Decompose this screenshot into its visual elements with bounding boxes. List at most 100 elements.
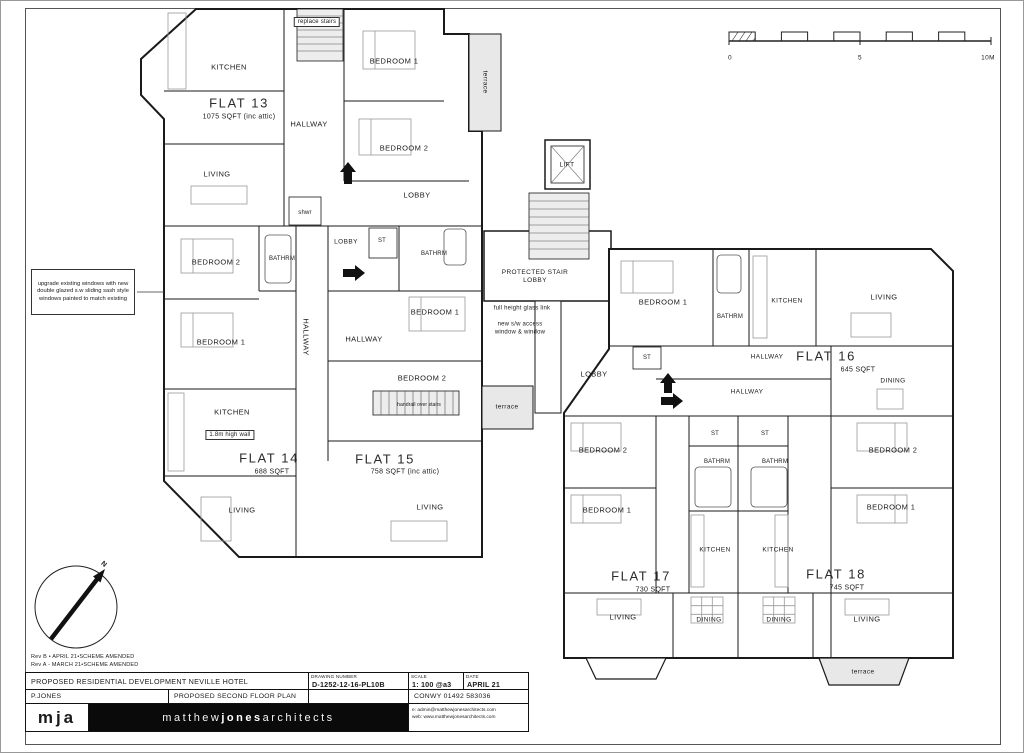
date-value: APRIL 21: [467, 680, 501, 689]
flat15-name: FLAT 15: [355, 451, 415, 467]
flat14-area: 688 SQFT: [254, 468, 290, 476]
revision-b: Rev B • APRIL 21•SCHEME AMENDED: [31, 654, 135, 660]
drawing-number-label: DRAWING NUMBER: [311, 674, 358, 679]
terrace-label-top: terrace: [481, 70, 489, 94]
flat17-area: 730 SQFT: [635, 586, 671, 594]
room-label-store-flat16: ST: [642, 355, 652, 361]
room-label-bathroom-flat17: BATHRM: [703, 459, 731, 465]
room-label-bedroom2-flat15: BEDROOM 2: [397, 373, 447, 383]
web-line: web: www.matthewjonesarchitects.com: [412, 715, 496, 721]
room-label-hallway-flat17: HALLWAY: [730, 388, 764, 396]
room-label-hallway-flat13: HALLWAY: [290, 119, 328, 129]
note-glass-link: full height glass link: [493, 305, 551, 312]
flat13-name: FLAT 13: [209, 95, 269, 111]
room-label-bedroom1-flat15: BEDROOM 1: [410, 307, 460, 317]
room-label-bedroom1-flat13: BEDROOM 1: [369, 56, 419, 66]
project-title: PROPOSED RESIDENTIAL DEVELOPMENT NEVILLE…: [31, 676, 249, 686]
scale-label: SCALE: [411, 674, 428, 679]
room-label-living-flat16: LIVING: [870, 292, 898, 302]
drawing-title-cell: PROPOSED SECOND FLOOR PLAN: [169, 690, 309, 703]
phone-number: CONWY 01492 583036: [414, 693, 491, 700]
room-label-hallway-flat14: HALLWAY: [301, 318, 311, 356]
room-label-kitchen-flat13: KITCHEN: [211, 62, 247, 72]
scale-value: 1: 100 @a3: [412, 680, 452, 689]
room-label-hallway-flat15: HALLWAY: [345, 334, 383, 344]
spare-cell: [309, 690, 409, 703]
room-label-store-flat17: ST: [710, 431, 720, 437]
flat16-name: FLAT 16: [796, 348, 856, 364]
room-label-dining-flat18: DINING: [766, 616, 792, 624]
terrace-label-middle: terrace: [495, 403, 519, 411]
lift-shaft: [544, 139, 591, 190]
bath-fixtures: [264, 228, 788, 508]
contact-cell: e: admin@matthewjonesarchitects.com web:…: [409, 704, 528, 731]
note-wall-height: 1.8m high wall: [205, 430, 255, 440]
flat18-name: FLAT 18: [806, 566, 866, 582]
room-label-lobby-flat16: LOBBY: [580, 369, 608, 379]
mja-logo: mja: [26, 704, 89, 731]
scale-bar: [728, 31, 992, 45]
sheet-border: [25, 8, 1001, 745]
room-label-living-flat15: LIVING: [416, 502, 444, 512]
room-label-kitchen-flat18: KITCHEN: [762, 546, 794, 554]
room-label-dining-flat17: DINING: [696, 616, 722, 624]
furniture: [167, 12, 908, 624]
room-label-bathroom-flat14: BATHRM: [268, 256, 296, 262]
direction-arrows: [340, 162, 683, 409]
right-building: [563, 248, 954, 686]
date-cell: DATE APRIL 21: [464, 673, 528, 689]
note-replace-stairs: replace stairs: [293, 17, 341, 27]
mja-logo-text: mja: [37, 707, 77, 727]
room-label-dining-flat16: DINING: [880, 377, 906, 385]
scale-label-10m: 10M: [981, 54, 995, 62]
stairs-link: [528, 192, 590, 260]
drawing-title: PROPOSED SECOND FLOOR PLAN: [174, 693, 297, 700]
title-block-row2: P.JONES PROPOSED SECOND FLOOR PLAN CONWY…: [26, 690, 528, 704]
room-label-kitchen-flat14: KITCHEN: [214, 407, 250, 417]
phone-cell: CONWY 01492 583036: [409, 690, 528, 703]
scale-label-0: 0: [727, 54, 733, 62]
left-building: [140, 8, 502, 558]
room-label-hallway-flat16: HALLWAY: [750, 353, 784, 361]
title-block-row1: PROPOSED RESIDENTIAL DEVELOPMENT NEVILLE…: [26, 673, 528, 690]
flat16-area: 645 SQFT: [840, 366, 876, 374]
room-label-living-flat14: LIVING: [228, 505, 256, 515]
stairs-flat15: [372, 390, 460, 416]
room-label-kitchen-flat17: KITCHEN: [699, 546, 731, 554]
note-handrail: handrail over stairs: [397, 401, 441, 408]
author-name: P.JONES: [31, 693, 62, 700]
author-cell: P.JONES: [26, 690, 169, 703]
scale-label-5: 5: [857, 54, 863, 62]
north-arrow: [34, 565, 118, 649]
flat14-name: FLAT 14: [239, 450, 299, 466]
room-label-shower: shwr: [298, 210, 312, 216]
email-line: e: admin@matthewjonesarchitects.com: [412, 708, 496, 713]
room-label-bedroom1-flat14: BEDROOM 1: [196, 337, 246, 347]
room-label-bedroom1-flat18: BEDROOM 1: [866, 502, 916, 512]
room-label-living-flat13: LIVING: [203, 169, 231, 179]
drawing-number-value: D-1252-12-16-PL10B: [312, 680, 385, 689]
room-label-living-flat18: LIVING: [853, 614, 881, 624]
firm-name-part3: architects: [262, 711, 335, 724]
room-label-bedroom1-flat17: BEDROOM 1: [582, 505, 632, 515]
room-label-bathroom-flat18: BATHRM: [761, 459, 789, 465]
room-label-bedroom2-flat18: BEDROOM 2: [868, 445, 918, 455]
room-label-store-flat15: ST: [377, 238, 387, 244]
room-label-bedroom2-flat14: BEDROOM 2: [191, 257, 241, 267]
flat18-area: 745 SQFT: [829, 584, 865, 592]
revision-a: Rev A - MARCH 21•SCHEME AMENDED: [31, 662, 139, 668]
scale-cell: SCALE 1: 100 @a3: [409, 673, 464, 689]
terrace-label-right: terrace: [851, 668, 875, 676]
room-label-kitchen-flat16: KITCHEN: [771, 297, 803, 305]
room-label-lobby-flat15: LOBBY: [334, 238, 358, 246]
firm-name-part2: jones: [221, 711, 263, 724]
title-block: PROPOSED RESIDENTIAL DEVELOPMENT NEVILLE…: [25, 672, 529, 732]
link-block: [481, 139, 612, 430]
room-label-lift: LIFT: [559, 161, 575, 169]
flat13-area: 1075 SQFT (inc attic): [202, 113, 276, 121]
room-label-bathroom-flat16: BATHRM: [716, 314, 744, 320]
room-label-bedroom2-flat13: BEDROOM 2: [379, 143, 429, 153]
flat15-area: 758 SQFT (inc attic): [370, 468, 440, 476]
